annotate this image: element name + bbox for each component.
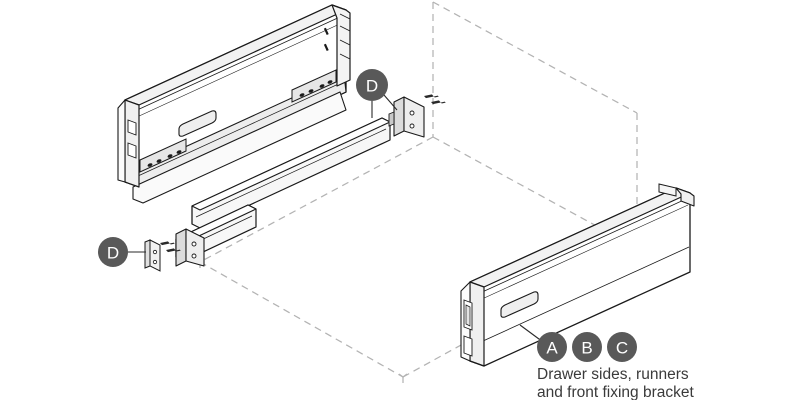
- caption-line-2: and front fixing bracket: [537, 384, 695, 400]
- badge-d-upper[interactable]: D: [356, 69, 388, 101]
- leader-line-abc: [519, 324, 544, 343]
- badge-d-upper-label: D: [366, 77, 378, 96]
- drawer-side-right: [460, 183, 695, 367]
- badge-d-lower[interactable]: D: [98, 237, 128, 267]
- badge-d-lower-label: D: [107, 244, 119, 263]
- badge-a[interactable]: A: [537, 332, 567, 362]
- leader-line-d-upper: [371, 94, 398, 118]
- bracket-upper: [388, 91, 446, 138]
- badge-c[interactable]: C: [607, 332, 637, 362]
- bracket-lower: [144, 228, 205, 272]
- drawer-side-left: [117, 4, 351, 204]
- cabinet-outline-corner-ticks: [195, 258, 408, 378]
- badge-a-label: A: [546, 339, 558, 358]
- badge-b[interactable]: B: [572, 332, 602, 362]
- caption-line-1: Drawer sides, runners: [537, 366, 689, 383]
- badge-c-label: C: [616, 339, 628, 358]
- badge-b-label: B: [581, 339, 592, 358]
